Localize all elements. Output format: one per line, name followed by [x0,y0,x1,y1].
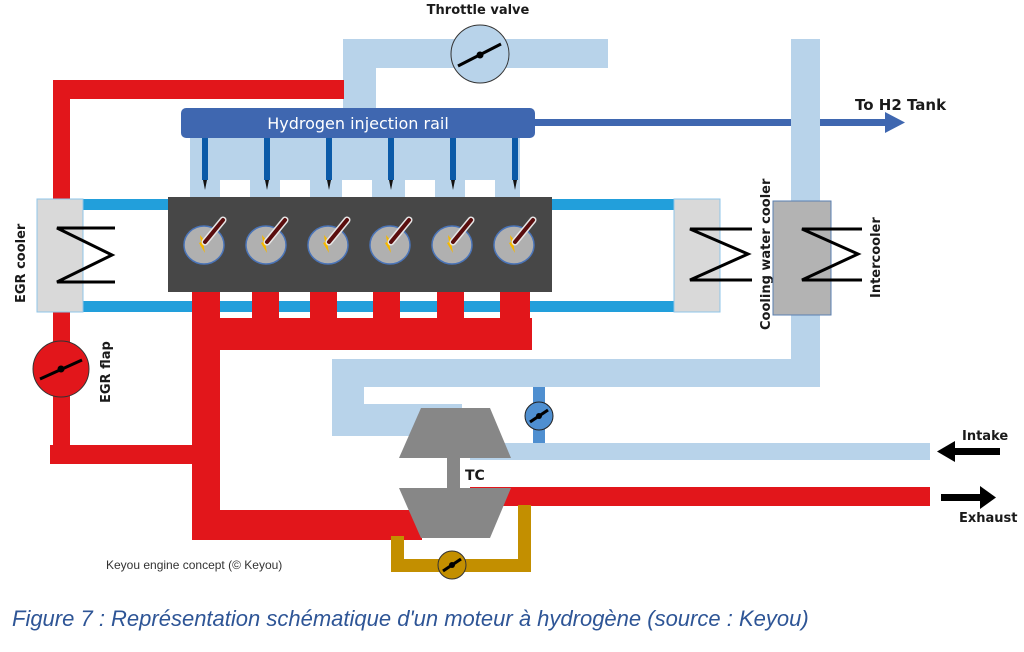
exhaust-arrow-icon [941,486,996,509]
throttle-valve-label: Throttle valve [427,3,530,18]
turbocharger-label: TC [465,468,485,484]
injector [450,138,456,190]
figure-caption: Figure 7 : Représentation schématique d'… [12,606,809,631]
hydrogen-engine-schematic: Hydrogen injection rail EGR cooler EGR f… [14,3,1018,580]
injector [326,138,332,190]
piston-rod-icon [451,218,473,244]
turbocharger [399,408,511,538]
exhaust-runners [192,290,530,320]
wastegate-valve [437,550,467,580]
exhaust-label: Exhaust [959,511,1018,526]
piston-rod-icon [327,218,349,244]
engine-block [168,197,552,292]
throttle-valve [450,24,510,84]
cylinders [183,216,537,265]
hydrogen-rail-label: Hydrogen injection rail [267,114,449,133]
cylinder [183,216,227,265]
piston-rod-icon [265,218,287,244]
turbo-turbine [399,488,511,538]
injector [512,138,518,190]
injectors [202,138,518,190]
turbo-shaft [447,458,460,488]
intercooler [772,200,832,316]
cylinder [245,216,289,265]
cooling-water-cooler [673,198,721,313]
injector [264,138,270,190]
piston-rod-icon [513,218,535,244]
h2-tank-line [530,112,905,133]
turbo-compressor [399,408,511,458]
injector [388,138,394,190]
manifold-gaps [220,180,495,198]
cylinder [431,216,475,265]
cooling-water-cooler-label: Cooling water cooler [759,178,774,330]
egr-cooler-label: EGR cooler [14,223,29,303]
intercooler-coil-icon [801,227,862,282]
cylinder [493,216,537,265]
egr-cooler [36,198,84,313]
figure-credit: Keyou engine concept (© Keyou) [106,558,282,572]
to-h2-tank-label: To H2 Tank [855,96,947,114]
hydrogen-injection-rail [181,108,535,138]
cylinder [307,216,351,265]
intake-label: Intake [962,429,1008,444]
egr-flap-label: EGR flap [99,341,114,403]
piston-rod-icon [203,218,225,244]
egr-flap-valve [32,340,90,398]
piston-rod-icon [389,218,411,244]
compressor-bypass-valve [524,401,554,431]
injector [202,138,208,190]
intake-arrow-icon [937,441,1000,462]
cooling-water-cooler-coil-icon [689,227,752,282]
egr-cooler-coil-icon [56,226,116,284]
intercooler-label: Intercooler [869,217,884,298]
cylinder [369,216,413,265]
